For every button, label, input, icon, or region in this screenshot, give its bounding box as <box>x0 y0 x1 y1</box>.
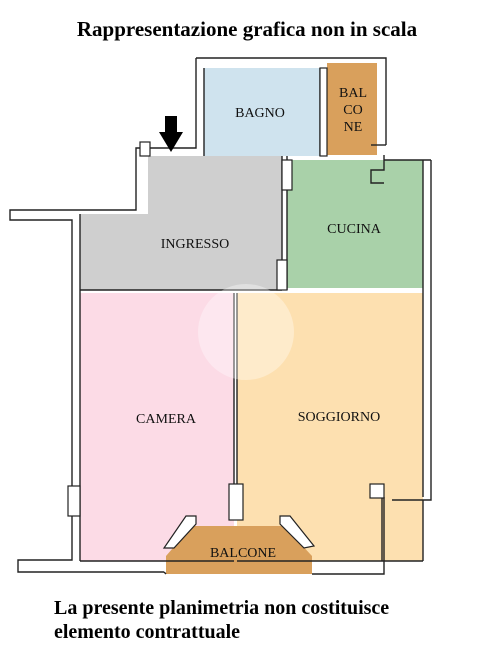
room-label-soggiorno: SOGGIORNO <box>298 410 380 425</box>
room-balcone-top <box>327 63 377 155</box>
room-soggiorno <box>237 293 423 561</box>
down-arrow-icon <box>159 116 183 152</box>
room-label-balcone-bottom: BALCONE <box>210 546 276 561</box>
room-label-cucina: CUCINA <box>327 222 382 237</box>
room-cucina <box>287 160 423 288</box>
disclaimer-line-1: La presente planimetria non costituisce <box>54 597 390 619</box>
room-label-ingresso: INGRESSO <box>161 237 229 252</box>
room-label-balcone-top-1: BAL <box>339 86 367 101</box>
watermark-circle <box>198 284 294 380</box>
balcony-jambs <box>162 515 316 549</box>
room-label-bagno: BAGNO <box>235 106 285 121</box>
disclaimer: La presente planimetria non costituisce … <box>54 596 484 644</box>
room-ingresso <box>80 156 282 290</box>
wall-details <box>67 67 385 521</box>
room-camera <box>80 293 234 561</box>
room-label-balcone-top-2: CO <box>343 103 362 118</box>
room-bagno <box>204 68 320 156</box>
room-label-balcone-top-3: NE <box>344 120 363 135</box>
room-balcone-bottom <box>166 526 312 574</box>
room-label-camera: CAMERA <box>136 412 197 427</box>
disclaimer-line-2: elemento contrattuale <box>54 621 241 643</box>
page-title: Rappresentazione grafica non in scala <box>76 17 418 41</box>
